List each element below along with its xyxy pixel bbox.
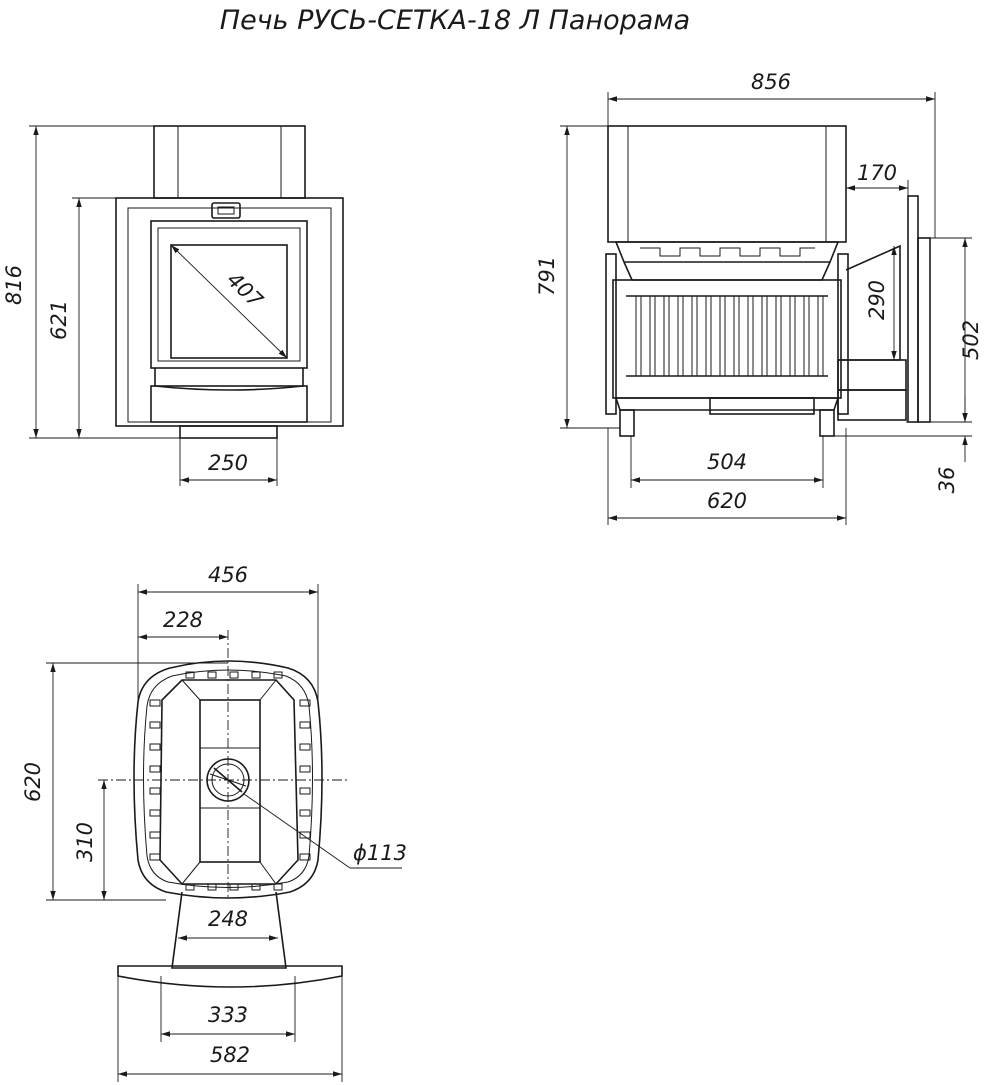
mesh-tick xyxy=(229,671,239,679)
mesh-tick xyxy=(149,809,161,817)
side-flange xyxy=(907,195,919,423)
mesh-tick xyxy=(185,671,195,679)
top-view: 456 228 620 310 ϕ113 248 333 582 xyxy=(21,563,407,1082)
mesh-bar xyxy=(803,295,810,377)
front-door xyxy=(150,220,308,369)
side-top-box xyxy=(607,125,847,243)
side-view: 856 791 170 290 502 36 504 620 xyxy=(535,70,983,525)
front-body xyxy=(115,197,344,427)
mesh-tick xyxy=(273,883,283,891)
mesh-tick xyxy=(299,787,311,795)
dim-top-total-width: 456 xyxy=(208,563,248,587)
mesh-tick xyxy=(299,809,311,817)
mesh-bar xyxy=(635,295,642,377)
mesh-bar xyxy=(663,295,670,377)
door-handle-icon xyxy=(211,202,241,219)
mesh-bar xyxy=(733,295,740,377)
side-crown xyxy=(614,241,840,263)
mesh-tick xyxy=(149,787,161,795)
dim-side-height: 791 xyxy=(535,256,559,296)
dim-height-total: 816 xyxy=(2,265,26,305)
dim-flange-outer: 582 xyxy=(210,1043,250,1067)
dim-inner-width: 504 xyxy=(707,450,747,474)
mesh-tick xyxy=(149,743,161,751)
top-tunnel xyxy=(171,891,287,969)
dim-side-total-width: 856 xyxy=(751,70,791,94)
dim-tunnel-width: 248 xyxy=(208,907,248,931)
dim-flange-height: 290 xyxy=(865,280,889,320)
dim-tunnel-depth: 170 xyxy=(857,161,897,185)
dim-tunnel-height: 502 xyxy=(959,320,983,360)
top-inner-plate xyxy=(199,699,261,863)
drawing-title: Печь РУСЬ-СЕТКА-18 Л Панорама xyxy=(220,5,690,36)
front-ash-drawer xyxy=(154,368,304,391)
dim-top-depth: 620 xyxy=(21,762,45,802)
dim-top-half-width: 228 xyxy=(163,608,203,632)
mesh-bar xyxy=(649,295,656,377)
dim-top-half-depth: 310 xyxy=(73,822,97,862)
mesh-tick xyxy=(299,699,311,707)
mesh-tick xyxy=(149,765,161,773)
mesh-tick xyxy=(299,853,311,861)
mesh-tick xyxy=(149,831,161,839)
mesh-tick xyxy=(251,671,261,679)
mesh-tick xyxy=(149,699,161,707)
mesh-bar xyxy=(719,295,726,377)
mesh-bar xyxy=(677,295,684,377)
mesh-bar xyxy=(775,295,782,377)
top-outer-shell xyxy=(133,660,323,899)
mesh-tick xyxy=(299,831,311,839)
dim-leg-height: 36 xyxy=(935,467,959,494)
mesh-tick xyxy=(299,721,311,729)
mesh-bar xyxy=(817,295,824,377)
side-mesh-cage xyxy=(612,279,842,399)
mesh-tick xyxy=(207,671,217,679)
mesh-bar xyxy=(761,295,768,377)
front-base xyxy=(179,425,278,439)
mesh-tick xyxy=(149,853,161,861)
front-chimney-shell xyxy=(153,125,306,199)
top-flange xyxy=(117,965,343,988)
dim-height-body: 621 xyxy=(47,300,71,340)
mesh-tick xyxy=(149,721,161,729)
mesh-bar xyxy=(691,295,698,377)
dim-flange-inner: 333 xyxy=(208,1003,248,1027)
top-body xyxy=(159,679,299,885)
mesh-tick xyxy=(299,743,311,751)
dim-glass-diagonal: 407 xyxy=(222,267,268,313)
dim-flue-diameter: ϕ113 xyxy=(353,841,407,865)
front-view: 407 816 621 250 xyxy=(2,125,344,486)
mesh-bar xyxy=(705,295,712,377)
dim-base-width: 250 xyxy=(208,451,248,475)
mesh-tick xyxy=(299,765,311,773)
mesh-tick xyxy=(273,671,283,679)
mesh-bar xyxy=(747,295,754,377)
dim-side-body-width: 620 xyxy=(707,489,747,513)
mesh-bar xyxy=(789,295,796,377)
